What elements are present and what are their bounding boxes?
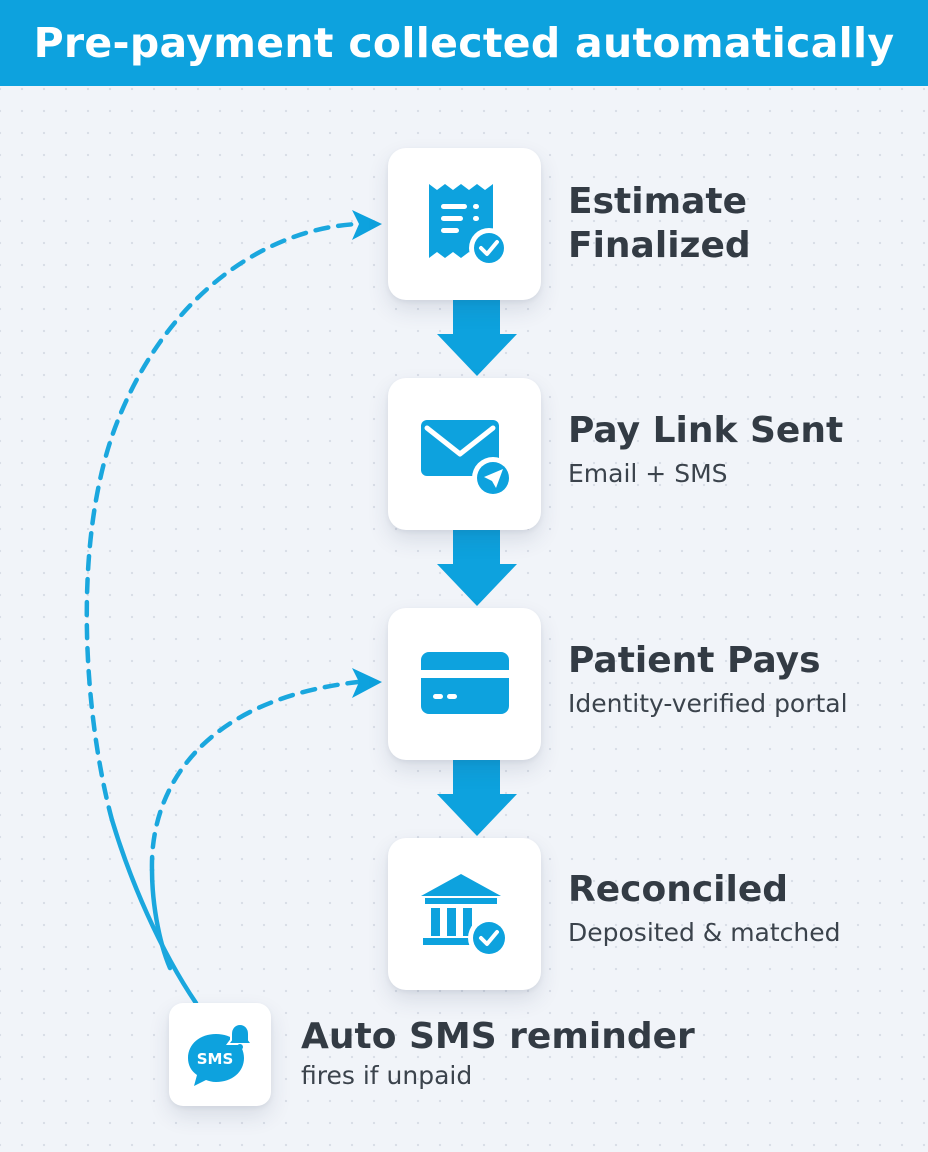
reminder-card: SMS — [169, 1003, 271, 1106]
down-arrow-1 — [437, 298, 517, 376]
reminder-loop-outer-dashed — [84, 221, 361, 823]
reminder-loop-outer — [109, 817, 199, 1006]
sms-icon-label: SMS — [197, 1050, 234, 1068]
step-title: Patient Pays — [568, 640, 821, 681]
step-text-pay-link: Pay Link Sent Email + SMS — [568, 409, 843, 488]
step-subtitle: Deposited & matched — [568, 918, 841, 947]
step-text-estimate: Estimate Finalized — [568, 180, 751, 268]
step-text-patient-pays: Patient Pays Identity-verified portal — [568, 639, 848, 718]
down-arrow-2 — [437, 528, 517, 606]
sms-bell-icon: SMS — [182, 1020, 258, 1090]
bank-check-icon — [415, 866, 515, 962]
reminder-title: Auto SMS reminder — [301, 1016, 695, 1057]
step-title: Reconciled — [568, 869, 789, 910]
step-card-estimate — [388, 148, 541, 300]
loop-arrowhead-top — [352, 210, 382, 240]
step-subtitle: Email + SMS — [568, 459, 728, 488]
loop-arrowhead-mid — [352, 668, 382, 698]
reminder-text: Auto SMS reminder fires if unpaid — [301, 1015, 695, 1090]
step-card-pay-link — [388, 378, 541, 530]
step-subtitle: Identity-verified portal — [568, 689, 848, 718]
step-card-patient-pays — [388, 608, 541, 760]
step-title: Estimate Finalized — [568, 181, 751, 266]
step-card-reconciled — [388, 838, 541, 990]
credit-card-icon — [417, 644, 513, 724]
step-title: Pay Link Sent — [568, 410, 844, 451]
header-banner: Pre-payment collected automatically — [0, 0, 928, 86]
envelope-send-icon — [413, 406, 517, 502]
page-title: Pre-payment collected automatically — [33, 19, 895, 67]
reminder-loop-inner-dashed — [149, 679, 361, 873]
step-text-reconciled: Reconciled Deposited & matched — [568, 868, 841, 947]
receipt-check-icon — [417, 176, 513, 272]
down-arrow-3 — [437, 758, 517, 836]
reminder-subtitle: fires if unpaid — [301, 1061, 473, 1090]
reminder-loop-inner — [149, 867, 173, 971]
